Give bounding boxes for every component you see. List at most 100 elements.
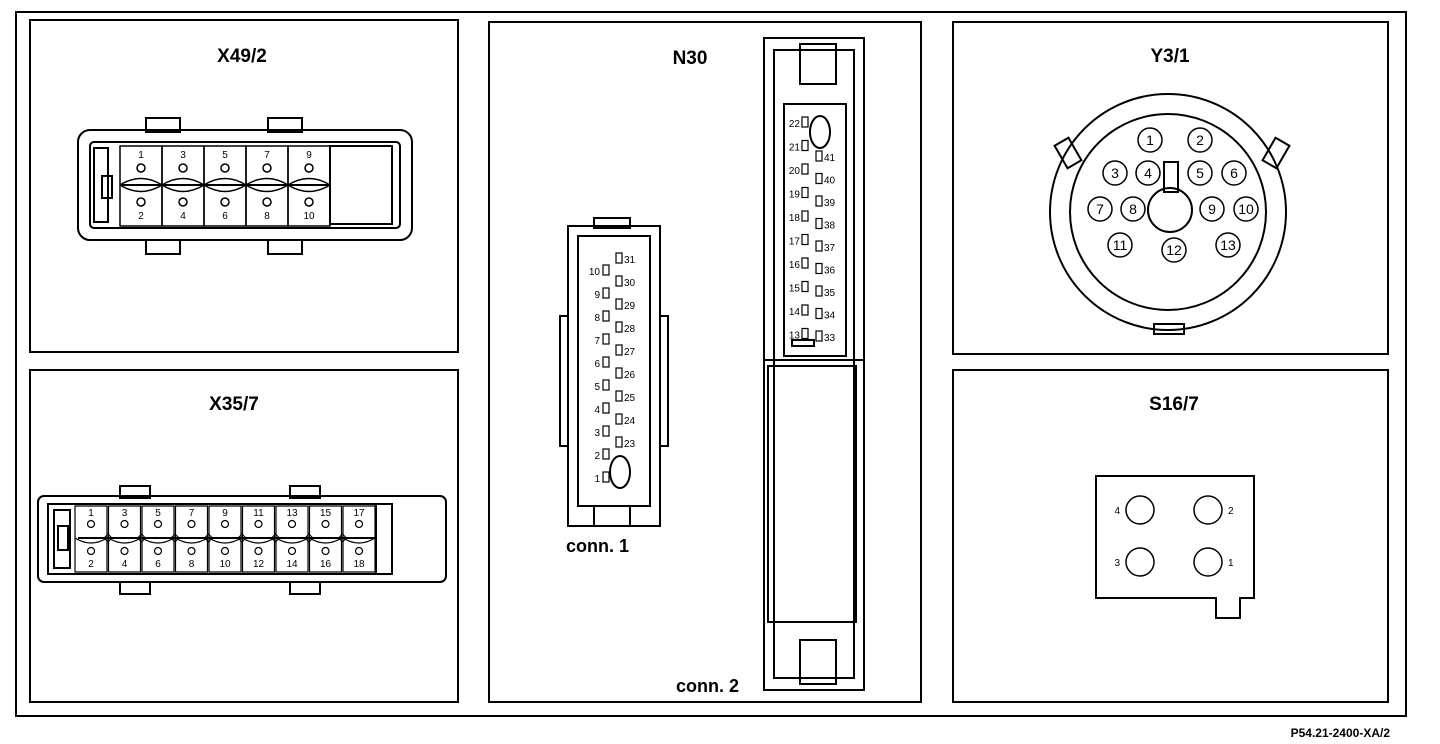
y3-pin-label: 8 bbox=[1129, 201, 1137, 217]
x35-pin-label: 15 bbox=[320, 508, 332, 519]
y3-pin bbox=[1137, 127, 1163, 153]
n30-conn2-pin bbox=[801, 163, 809, 175]
n30-conn1-pin bbox=[615, 436, 623, 448]
n30-conn1-pin-label: 1 bbox=[594, 474, 600, 485]
n30-conn1-pin bbox=[602, 471, 610, 483]
x35-cell bbox=[308, 505, 343, 538]
s16-pin bbox=[1193, 547, 1223, 577]
x35-cell bbox=[241, 536, 276, 573]
panel-x49-2 bbox=[29, 19, 459, 353]
n30-conn1-pin-label: 29 bbox=[624, 301, 636, 312]
y3-pin bbox=[1187, 127, 1213, 153]
n30-conn1-pin-label: 6 bbox=[594, 359, 600, 370]
n30-conn1-pin bbox=[602, 356, 610, 368]
y3-pin bbox=[1161, 237, 1187, 263]
y3-pin-label: 11 bbox=[1113, 237, 1128, 253]
n30-conn2-pin-label: 17 bbox=[789, 237, 801, 248]
n30-conn1-pin-label: 10 bbox=[589, 267, 601, 278]
x35-pin-label: 8 bbox=[189, 559, 195, 570]
x35-cell bbox=[342, 505, 376, 538]
n30-conn1-pin bbox=[602, 264, 610, 276]
y3-pin-label: 13 bbox=[1220, 237, 1236, 253]
x49-pin-label: 1 bbox=[138, 150, 144, 161]
x35-cell bbox=[174, 505, 209, 538]
x49-pin-label: 5 bbox=[222, 150, 228, 161]
x49-pin-hole bbox=[136, 163, 146, 173]
x35-pin-hole bbox=[287, 546, 297, 556]
x49-pin-hole bbox=[220, 197, 230, 207]
n30-conn1-pin-label: 9 bbox=[594, 290, 600, 301]
x49-pin-hole bbox=[262, 197, 272, 207]
x35-pin-hole bbox=[354, 519, 364, 529]
y3-pin-label: 12 bbox=[1166, 242, 1182, 258]
y3-pin-label: 6 bbox=[1230, 165, 1238, 181]
x49-pin-label: 4 bbox=[180, 211, 186, 222]
n30-conn2-pin-label: 13 bbox=[789, 331, 801, 342]
n30-conn1-pin-label: 5 bbox=[594, 382, 600, 393]
s16-pin-label: 1 bbox=[1228, 558, 1234, 569]
x35-pin-label: 14 bbox=[286, 559, 298, 570]
n30-conn2-pin bbox=[815, 307, 823, 320]
n30-conn1-pin bbox=[615, 390, 623, 402]
x35-cell bbox=[74, 536, 108, 573]
n30-conn1-pin bbox=[615, 367, 623, 379]
x49-pin-label: 10 bbox=[303, 211, 315, 222]
y3-pin-label: 9 bbox=[1208, 201, 1216, 217]
x49-pin-label: 8 bbox=[264, 211, 270, 222]
x49-pin-hole bbox=[220, 163, 230, 173]
y3-pin-label: 10 bbox=[1238, 201, 1254, 217]
n30-conn1-pin bbox=[615, 344, 623, 356]
y3-pin-label: 1 bbox=[1146, 132, 1154, 148]
x35-pin-hole bbox=[120, 546, 129, 556]
n30-conn2-pin bbox=[801, 210, 809, 222]
n30-conn2-pin-label: 37 bbox=[824, 243, 836, 254]
x35-pin-hole bbox=[187, 519, 196, 529]
n30-conn2-pin-label: 33 bbox=[824, 333, 836, 344]
x35-cell bbox=[275, 505, 309, 538]
n30-conn2-housing bbox=[763, 37, 865, 691]
n30-conn2-pin-label: 40 bbox=[824, 176, 836, 187]
x49-pin-hole bbox=[178, 197, 188, 207]
y3-pin bbox=[1102, 160, 1128, 186]
x35-pin-label: 5 bbox=[155, 508, 161, 519]
x35-pin-hole bbox=[86, 519, 96, 529]
y3-pin-label: 3 bbox=[1111, 165, 1119, 181]
n30-conn2-pin bbox=[815, 217, 823, 230]
s16-pin-label: 3 bbox=[1114, 558, 1120, 569]
n30-conn2-pin-label: 34 bbox=[824, 311, 836, 322]
n30-conn1-pin-label: 28 bbox=[624, 324, 636, 335]
x35-cell bbox=[275, 536, 309, 573]
y3-pin bbox=[1187, 160, 1213, 186]
s16-pin-label: 4 bbox=[1114, 506, 1120, 517]
y3-pin-label: 5 bbox=[1196, 165, 1204, 181]
n30-conn2-pin-label: 36 bbox=[824, 266, 836, 277]
x35-pin-hole bbox=[153, 519, 163, 529]
n30-conn2-pin bbox=[801, 327, 809, 340]
x49-pin-hole bbox=[136, 197, 146, 207]
x49-pin-label: 9 bbox=[306, 150, 312, 161]
x35-pin-label: 18 bbox=[353, 559, 365, 570]
s16-connector bbox=[1095, 475, 1255, 619]
s16-pin bbox=[1125, 547, 1155, 577]
n30-conn2-label: conn. 2 bbox=[676, 676, 739, 696]
x49-pin-hole bbox=[304, 197, 314, 207]
x35-cell bbox=[342, 536, 376, 573]
x49-pin-label: 3 bbox=[180, 150, 186, 161]
n30-conn1-pin bbox=[602, 402, 610, 414]
y3-pin bbox=[1120, 196, 1146, 222]
n30-conn1-pin-label: 2 bbox=[594, 451, 600, 462]
x35-cell bbox=[107, 505, 142, 538]
x35-pin-label: 13 bbox=[286, 508, 298, 519]
n30-conn1-label: conn. 1 bbox=[566, 536, 629, 556]
n30-conn1-pin-label: 24 bbox=[624, 416, 636, 427]
x35-pin-label: 6 bbox=[155, 559, 161, 570]
panel-y3-1 bbox=[952, 21, 1389, 355]
x35-pin-hole bbox=[287, 519, 297, 529]
n30-conn1-pin-label: 3 bbox=[594, 428, 600, 439]
y3-pin bbox=[1215, 232, 1241, 258]
n30-conn1-pin bbox=[602, 333, 610, 345]
x49-pin-hole bbox=[178, 163, 188, 173]
n30-conn2-pin-label: 35 bbox=[824, 288, 836, 299]
n30-conn2-pin bbox=[815, 262, 823, 275]
